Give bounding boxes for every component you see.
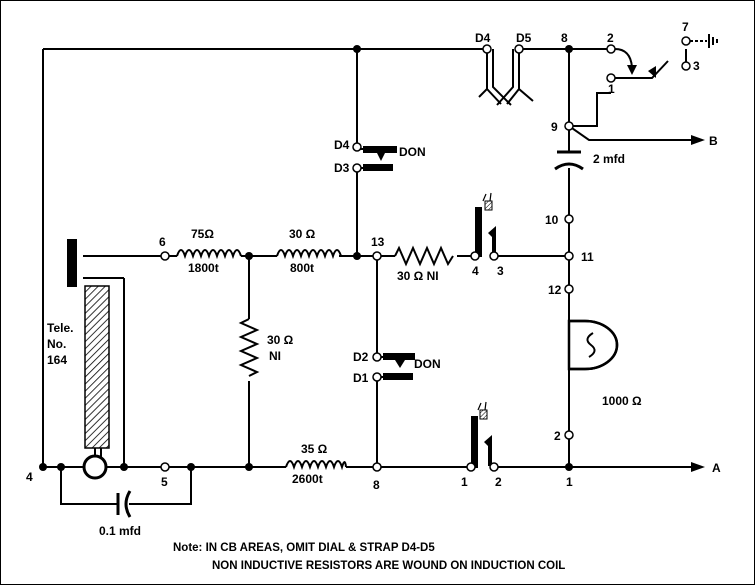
switch-d2-d1 (383, 353, 415, 380)
label-r30-value: 30 Ω (289, 227, 316, 241)
label-rni-value: 30 Ω (267, 333, 294, 347)
receiver-1000-ohm (567, 319, 619, 371)
label-hook-3: 3 (497, 264, 504, 278)
hookswitch-upper (475, 192, 496, 257)
label-d4-switch: D4 (334, 138, 350, 152)
label-output-b: B (709, 134, 718, 148)
label-d5-top: D5 (516, 31, 532, 45)
label-d2-switch: D2 (353, 350, 369, 364)
coil-30-ohm (276, 249, 342, 260)
label-terminal-1-bottom: 1 (566, 475, 573, 489)
resistor-30-ohm-ni-horizontal (394, 245, 454, 267)
label-terminal-8-top: 8 (561, 31, 568, 45)
label-switch-1: 1 (608, 82, 615, 96)
label-switch-3: 3 (693, 59, 700, 73)
label-r35-turns: 2600t (292, 472, 323, 486)
transmitter-element (67, 239, 110, 480)
label-switch-2: 2 (607, 31, 614, 45)
label-don-lower: DON (414, 357, 441, 371)
arrow-b (691, 135, 705, 145)
arrow-a (691, 462, 705, 472)
label-cap-2mfd: 2 mfd (593, 152, 625, 166)
label-output-a: A (712, 461, 721, 475)
label-r30-turns: 800t (290, 261, 314, 275)
resistor-30-ohm-ni-vertical (238, 318, 260, 377)
label-receiver-1000: 1000 Ω (602, 394, 642, 408)
label-hook-4: 4 (472, 264, 479, 278)
switch-d4-d3 (363, 146, 397, 171)
label-hook-2: 2 (495, 475, 502, 489)
label-r30ni-value: 30 Ω NI (397, 269, 439, 283)
label-don-upper: DON (399, 145, 426, 159)
label-hook-1: 1 (461, 475, 468, 489)
label-terminal-8-bottom: 8 (373, 478, 380, 492)
label-terminal-12: 12 (548, 283, 562, 297)
label-terminal-13: 13 (371, 235, 385, 249)
label-terminal-4-left: 4 (26, 470, 33, 484)
capacitor-2-mfd (554, 150, 584, 171)
label-r75-turns: 1800t (188, 261, 219, 275)
label-tele-line1: Tele. (47, 321, 73, 335)
hookswitch-lower (471, 401, 492, 468)
label-tele-line3: 164 (47, 353, 67, 367)
label-r75-value: 75Ω (191, 227, 214, 241)
label-terminal-6: 6 (159, 235, 166, 249)
terminals (160, 36, 691, 472)
label-terminal-9: 9 (551, 120, 558, 134)
label-r35-value: 35 Ω (301, 442, 328, 456)
label-terminal-10: 10 (545, 213, 559, 227)
label-terminal-5: 5 (161, 475, 168, 489)
ground-symbol (690, 34, 718, 48)
label-terminal-7: 7 (682, 20, 689, 34)
note-line-2: NON INDUCTIVE RESISTORS ARE WOUND ON IND… (212, 560, 565, 572)
label-terminal-2-right: 2 (554, 429, 561, 443)
label-terminal-11: 11 (581, 250, 594, 264)
label-d1-switch: D1 (353, 371, 369, 385)
note-line-1: Note: IN CB AREAS, OMIT DIAL & STRAP D4-… (173, 542, 435, 554)
switch-arrow (627, 65, 656, 78)
capacitor-0-1-mfd (116, 490, 132, 518)
wires (42, 48, 691, 505)
coil-35-ohm (285, 460, 347, 471)
label-rni-suffix: NI (269, 349, 281, 363)
label-tele-line2: No. (47, 337, 66, 351)
junction-dots (39, 45, 573, 471)
labels: D4 D5 8 2 7 3 1 9 B 2 mfd D4 D3 DON 10 1… (26, 20, 721, 572)
label-d4-top: D4 (475, 31, 491, 45)
label-cap-0-1mfd: 0.1 mfd (99, 524, 141, 538)
label-d3-switch: D3 (334, 161, 350, 175)
dial-contacts-d4-d5 (478, 49, 534, 106)
coil-75-ohm (176, 249, 242, 260)
